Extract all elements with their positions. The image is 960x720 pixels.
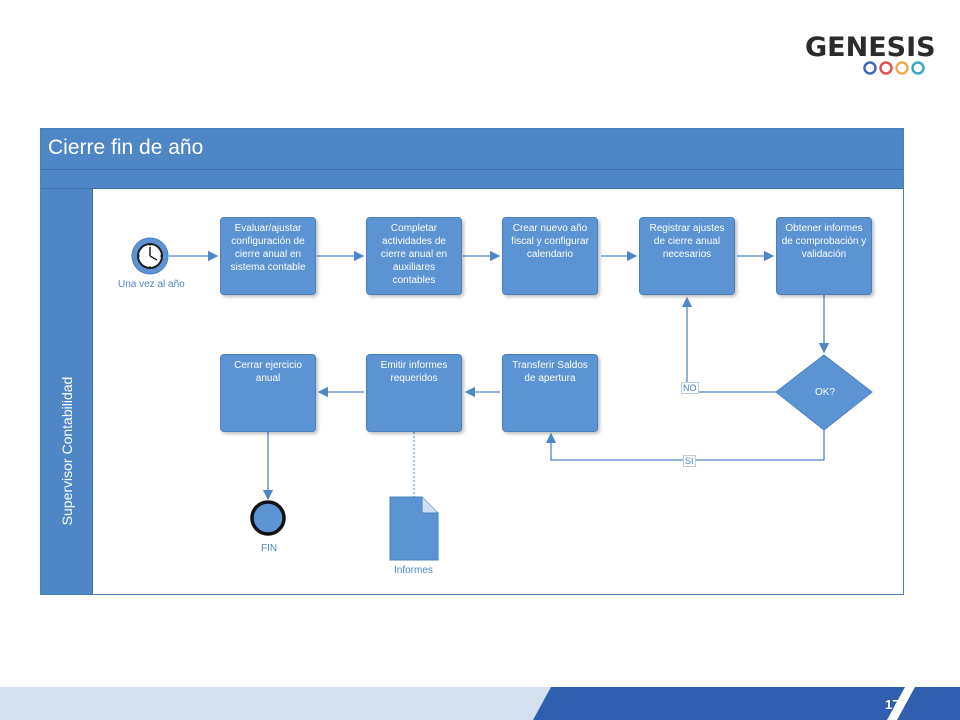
genesis-logo: GENESIS bbox=[800, 30, 940, 80]
process-pool: Cierre fin de año Supervisor Contabilida… bbox=[40, 128, 904, 595]
gateway-label: OK? bbox=[815, 387, 836, 398]
task-evaluar-configuracion[interactable]: Evaluar/ajustar configuración de cierre … bbox=[220, 217, 316, 295]
task-obtener-informes[interactable]: Obtener informes de comprobación y valid… bbox=[776, 217, 872, 295]
pool-header: Cierre fin de año bbox=[41, 129, 903, 170]
task-cerrar-ejercicio[interactable]: Cerrar ejercicio anual bbox=[220, 354, 316, 432]
logo-rings-icon bbox=[863, 61, 925, 75]
document-label: Informes bbox=[394, 565, 433, 576]
logo-text: GENESIS bbox=[805, 32, 936, 63]
gateway-no-label: NO bbox=[681, 382, 699, 394]
task-transferir-saldos[interactable]: Transferir Saldos de apertura bbox=[502, 354, 598, 432]
gateway-yes-label: SI bbox=[683, 455, 696, 467]
task-crear-ano-fiscal[interactable]: Crear nuevo año fiscal y configurar cale… bbox=[502, 217, 598, 295]
lane-header: Supervisor Contabilidad bbox=[41, 189, 93, 594]
pool-title: Cierre fin de año bbox=[48, 136, 204, 159]
start-event-label: Una vez al año bbox=[118, 279, 185, 290]
end-event-label: FIN bbox=[261, 543, 278, 554]
task-completar-actividades[interactable]: Completar actividades de cierre anual en… bbox=[366, 217, 462, 295]
task-registrar-ajustes[interactable]: Registrar ajustes de cierre anual necesa… bbox=[639, 217, 735, 295]
task-emitir-informes[interactable]: Emitir informes requeridos bbox=[366, 354, 462, 432]
page-number: 17 bbox=[885, 697, 900, 712]
pool-subheader bbox=[41, 170, 903, 189]
